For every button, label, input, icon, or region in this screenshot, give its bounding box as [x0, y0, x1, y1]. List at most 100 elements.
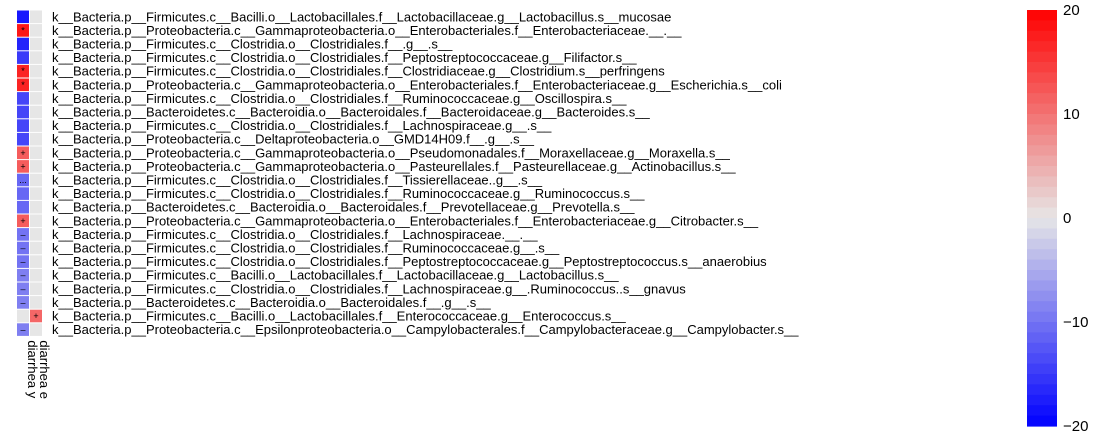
colorbar-segment [1027, 134, 1057, 146]
cell-mark: – [20, 325, 25, 335]
colorbar-tick-label: 20 [1063, 2, 1080, 19]
cell-marks: ***++...+––––––+– [19, 25, 38, 334]
colorbar-segment [1027, 10, 1057, 21]
heatmap-cell [30, 296, 42, 309]
heatmap-cell [30, 160, 42, 173]
colorbar-segment [1027, 363, 1057, 375]
heatmap-cell [17, 78, 29, 92]
heatmap-cell [30, 37, 42, 51]
heatmap-cell [17, 309, 29, 323]
row-labels: k__Bacteria.p__Firmicutes.c__Bacilli.o__… [52, 9, 799, 337]
row-label: k__Bacteria.p__Proteobacteria.c__Gammapr… [52, 145, 731, 160]
heatmap-cell [30, 132, 42, 146]
colorbar-segment [1027, 145, 1057, 157]
colorbar-segment [1027, 103, 1057, 115]
colorbar-tick-label: 10 [1063, 106, 1080, 123]
colorbar-segment [1027, 394, 1057, 406]
cell-mark: – [20, 270, 25, 280]
colorbar-segment [1027, 342, 1057, 354]
cell-mark: + [20, 161, 25, 171]
heatmap-cell [30, 309, 42, 323]
colorbar-tick-label: 0 [1063, 210, 1071, 227]
colorbar-segment [1027, 259, 1057, 271]
heatmap-cell [30, 268, 42, 282]
colorbar-segment [1027, 218, 1057, 229]
heatmap-cell [17, 173, 29, 187]
heatmap-cell [17, 37, 29, 51]
heatmap-cell [17, 268, 29, 282]
heatmap-cell [30, 241, 42, 255]
column-label: diarrhea y [25, 340, 40, 398]
colorbar-segment [1027, 20, 1057, 32]
colorbar-segment [1027, 280, 1057, 292]
heatmap-cell [30, 187, 42, 200]
heatmap-cell [30, 105, 42, 119]
row-label: k__Bacteria.p__Firmicutes.c__Clostridia.… [52, 64, 665, 79]
row-label: k__Bacteria.p__Firmicutes.c__Clostridia.… [52, 186, 645, 201]
cell-mark: * [21, 25, 25, 35]
colorbar-segment [1027, 51, 1057, 63]
row-label: k__Bacteria.p__Firmicutes.c__Clostridia.… [52, 50, 637, 65]
row-label: k__Bacteria.p__Proteobacteria.c__Epsilon… [52, 322, 799, 337]
heatmap-cell [30, 228, 42, 241]
colorbar-segment [1027, 186, 1057, 198]
row-label: k__Bacteria.p__Firmicutes.c__Bacilli.o__… [52, 268, 619, 283]
heatmap-cell [30, 323, 42, 336]
heatmap-cell [30, 173, 42, 187]
colorbar-tick-label: −20 [1063, 418, 1088, 435]
cell-mark: * [21, 66, 25, 76]
colorbar-segment [1027, 374, 1057, 385]
heatmap-cell [30, 146, 42, 160]
heatmap-cell [30, 255, 42, 268]
row-label: k__Bacteria.p__Bacteroidetes.c__Bacteroi… [52, 105, 650, 120]
row-label: k__Bacteria.p__Firmicutes.c__Clostridia.… [52, 91, 627, 106]
colorbar-segment [1027, 166, 1057, 177]
heatmap-cell [17, 255, 29, 268]
colorbar-segment [1027, 176, 1057, 188]
heatmap-cell [17, 51, 29, 64]
heatmap-cell [17, 105, 29, 119]
heatmap-cell [17, 132, 29, 146]
colorbar-segment [1027, 415, 1057, 427]
colorbar-segment [1027, 384, 1057, 396]
cell-mark: – [20, 257, 25, 267]
heatmap-cell [17, 92, 29, 105]
cell-mark: * [21, 80, 25, 90]
colorbar-segment [1027, 353, 1057, 365]
heatmap-cell [17, 282, 29, 296]
colorbar-segment [1027, 238, 1057, 250]
colorbar-segment [1027, 72, 1057, 84]
row-label: k__Bacteria.p__Firmicutes.c__Clostridia.… [52, 118, 552, 133]
heatmap-cell [30, 64, 42, 78]
colorbar-segment [1027, 93, 1057, 105]
colorbar-segment [1027, 290, 1057, 302]
row-label: k__Bacteria.p__Bacteroidetes.c__Bacteroi… [52, 295, 491, 310]
column-label: diarrhea e [37, 340, 52, 399]
row-label: k__Bacteria.p__Firmicutes.c__Clostridia.… [52, 281, 686, 296]
row-label: k__Bacteria.p__Firmicutes.c__Clostridia.… [52, 254, 767, 269]
heatmap-cell [30, 119, 42, 132]
heatmap-cells [17, 10, 42, 336]
cell-mark: – [20, 297, 25, 307]
cell-mark: + [20, 216, 25, 226]
heatmap-cell [30, 92, 42, 105]
cell-mark: ... [19, 175, 27, 185]
heatmap-cell [17, 160, 29, 173]
row-label: k__Bacteria.p__Firmicutes.c__Bacilli.o__… [52, 9, 671, 24]
colorbar-segment [1027, 41, 1057, 53]
heatmap-cell [30, 200, 42, 214]
row-label: k__Bacteria.p__Bacteroidetes.c__Bacteroi… [52, 200, 635, 215]
cell-mark: + [33, 311, 38, 321]
row-label: k__Bacteria.p__Proteobacteria.c__Gammapr… [52, 159, 736, 174]
heatmap-cell [30, 214, 42, 228]
row-label: k__Bacteria.p__Firmicutes.c__Clostridia.… [52, 241, 560, 256]
colorbar-segment [1027, 114, 1057, 125]
heatmap-cell [17, 119, 29, 132]
heatmap-cell [17, 296, 29, 309]
heatmap-cell [17, 146, 29, 160]
colorbar-segment [1027, 124, 1057, 136]
colorbar-segment [1027, 62, 1057, 73]
heatmap-cell [30, 282, 42, 296]
